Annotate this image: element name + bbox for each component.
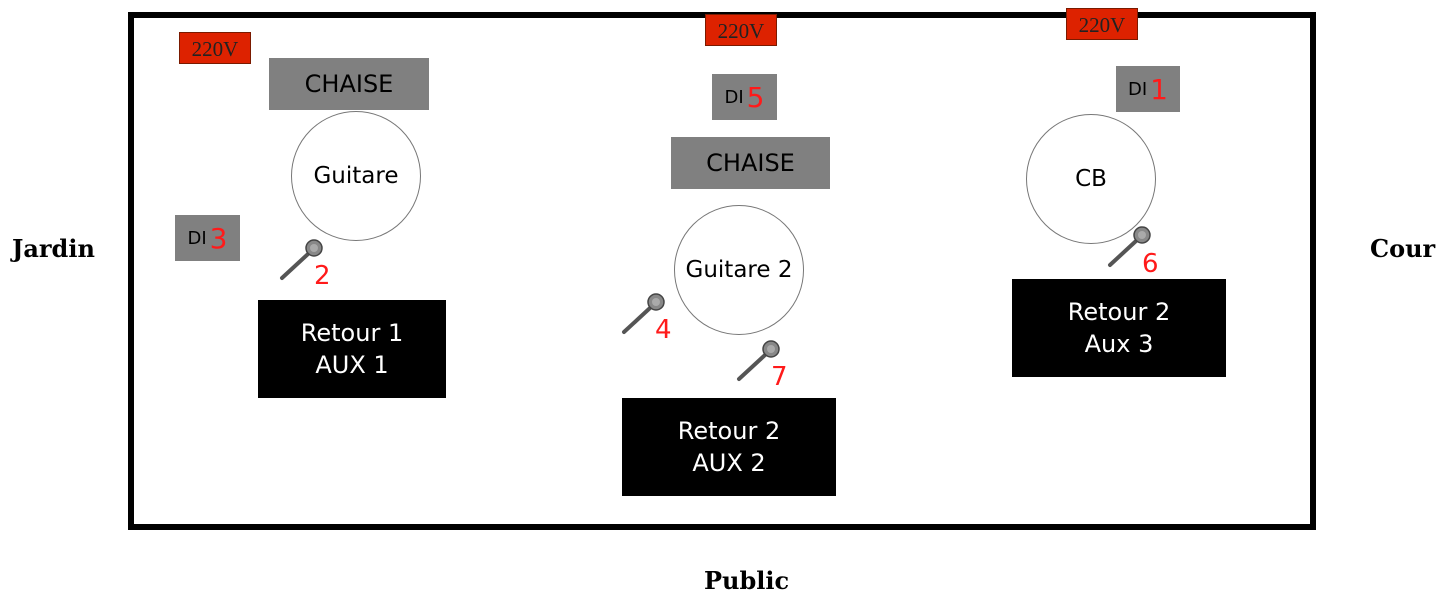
label-cour: Cour <box>1370 234 1436 263</box>
chair-left: CHAISE <box>269 58 429 110</box>
mic-number: 7 <box>771 362 788 392</box>
position-cb: CB <box>1026 114 1156 244</box>
label-jardin: Jardin <box>12 234 95 263</box>
di-box-3: DI 3 <box>175 215 240 261</box>
monitor-retour-1: Retour 1 AUX 1 <box>258 300 446 398</box>
monitor-line-2: Aux 3 <box>1084 330 1154 358</box>
di-label: DI <box>724 86 744 108</box>
position-guitare-2: Guitare 2 <box>674 205 804 335</box>
microphone-icon <box>737 340 780 381</box>
mic-number: 6 <box>1142 249 1159 279</box>
di-box-1: DI 1 <box>1116 66 1180 112</box>
monitor-line-1: Retour 2 <box>1067 298 1171 326</box>
label-public: Public <box>704 566 790 595</box>
di-number: 1 <box>1150 72 1168 106</box>
microphone-icon <box>1108 226 1151 267</box>
di-number: 5 <box>746 80 765 114</box>
microphone-icon <box>280 239 323 280</box>
power-outlet-right: 220V <box>1066 8 1138 40</box>
di-label: DI <box>187 227 207 249</box>
monitor-line-2: AUX 1 <box>315 351 389 379</box>
power-outlet-center: 220V <box>705 14 777 46</box>
monitor-retour-2-aux-2: Retour 2 AUX 2 <box>622 398 836 496</box>
monitor-retour-2-aux-3: Retour 2 Aux 3 <box>1012 279 1226 377</box>
di-number: 3 <box>209 221 228 255</box>
di-label: DI <box>1128 78 1148 100</box>
mic-number: 2 <box>314 261 331 291</box>
microphone-icon <box>622 293 665 334</box>
mic-number: 4 <box>655 315 672 345</box>
monitor-line-1: Retour 1 <box>300 319 404 347</box>
position-guitare: Guitare <box>291 111 421 241</box>
power-outlet-left: 220V <box>179 32 251 64</box>
monitor-line-2: AUX 2 <box>692 449 766 477</box>
di-box-5: DI 5 <box>712 74 777 120</box>
monitor-line-1: Retour 2 <box>677 417 781 445</box>
chair-center: CHAISE <box>671 137 830 189</box>
